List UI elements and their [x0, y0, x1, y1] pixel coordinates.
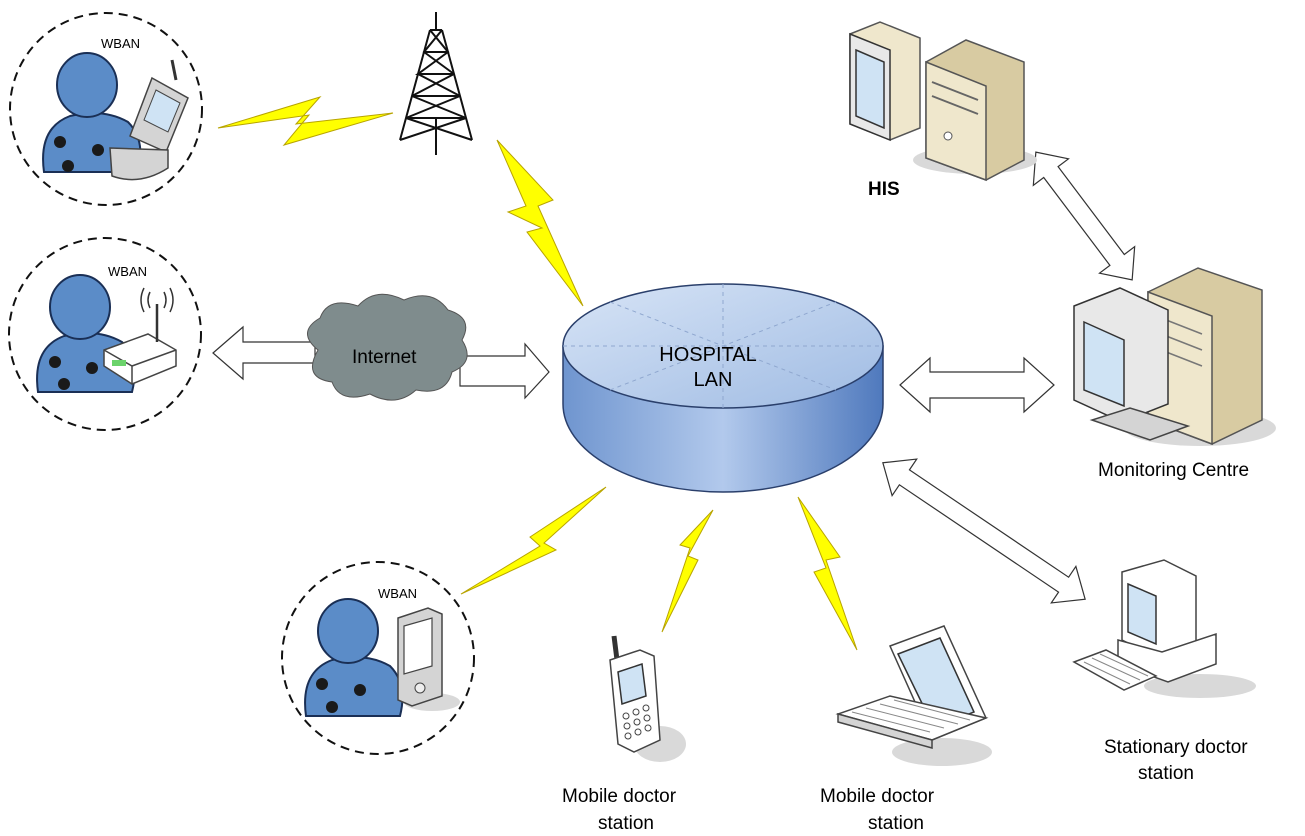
cloud-icon: Internet [307, 293, 468, 401]
wban-label: WBAN [378, 586, 417, 601]
person-icon [42, 52, 142, 173]
wban-group-2: WBAN [8, 237, 202, 431]
mobile2-label-line2: station [868, 813, 924, 834]
router-icon [103, 287, 177, 385]
lightning-bolt-icon [496, 139, 584, 307]
double-arrow-icon [212, 325, 316, 381]
internet-label: Internet [352, 347, 417, 368]
mobile-doctor-station-2: Mobile doctor station [820, 625, 992, 834]
cell-tower-icon [399, 12, 473, 155]
laptop-icon [835, 625, 992, 766]
mobile-phone-icon [609, 635, 686, 762]
lightning-bolt-icon [797, 496, 858, 651]
lan-label-line2: LAN [694, 369, 733, 391]
his-label: HIS [868, 179, 900, 200]
monitoring-centre-label: Monitoring Centre [1098, 460, 1249, 481]
person-icon [304, 598, 404, 717]
mobile1-label-line2: station [598, 813, 654, 834]
hospital-lan: HOSPITAL LAN [562, 283, 884, 493]
lightning-bolt-icon [217, 96, 394, 146]
wban-group-1: WBAN [9, 12, 203, 206]
wban-group-3: WBAN [281, 561, 475, 755]
mobile1-label-line1: Mobile doctor [562, 786, 677, 807]
lan-label-line1: HOSPITAL [659, 344, 756, 366]
mobile2-label-line1: Mobile doctor [820, 786, 935, 807]
computer-icon [1073, 267, 1276, 446]
server-icon [849, 21, 1037, 182]
pda-icon [397, 607, 460, 711]
stationary-doctor-station: Stationary doctor station [1072, 559, 1256, 784]
double-arrow-icon [1032, 151, 1136, 281]
computer-icon [1072, 559, 1256, 698]
flip-phone-icon [109, 59, 189, 181]
double-arrow-icon [882, 458, 1086, 604]
double-arrow-icon [459, 342, 550, 400]
wban-label: WBAN [101, 36, 140, 51]
wban-label: WBAN [108, 264, 147, 279]
lightning-bolt-icon [460, 486, 607, 595]
lightning-bolt-icon [661, 509, 714, 633]
monitoring-centre: Monitoring Centre [1073, 267, 1276, 481]
stationary-label-line2: station [1138, 763, 1194, 784]
double-arrow-icon [899, 356, 1055, 414]
mobile-doctor-station-1: Mobile doctor station [562, 635, 686, 834]
his-computer: HIS [849, 21, 1037, 200]
stationary-label-line1: Stationary doctor [1104, 737, 1248, 758]
